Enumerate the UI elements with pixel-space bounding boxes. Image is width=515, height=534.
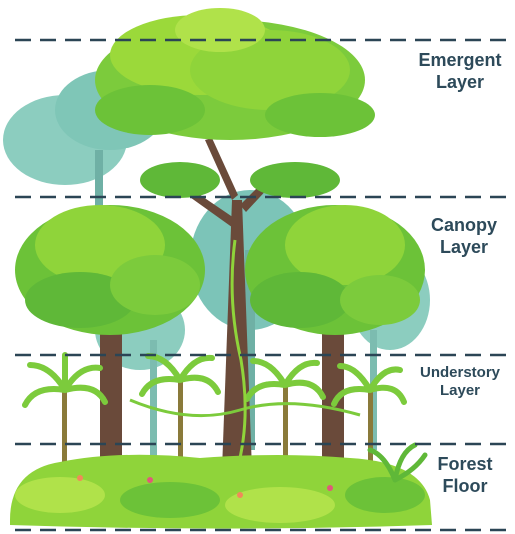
forest-floor-label: Forest Floor [420, 454, 510, 497]
canopy-layer-label: Canopy Layer [418, 215, 510, 258]
emergent-layer-label: Emergent Layer [410, 50, 510, 93]
label-line: Layer [408, 382, 512, 400]
understory-layer-label: Understory Layer [408, 364, 512, 400]
label-line: Floor [420, 476, 510, 498]
label-line: Layer [418, 237, 510, 259]
label-line: Canopy [418, 215, 510, 237]
label-line: Layer [410, 72, 510, 94]
label-line: Emergent [410, 50, 510, 72]
label-line: Forest [420, 454, 510, 476]
label-line: Understory [408, 364, 512, 382]
